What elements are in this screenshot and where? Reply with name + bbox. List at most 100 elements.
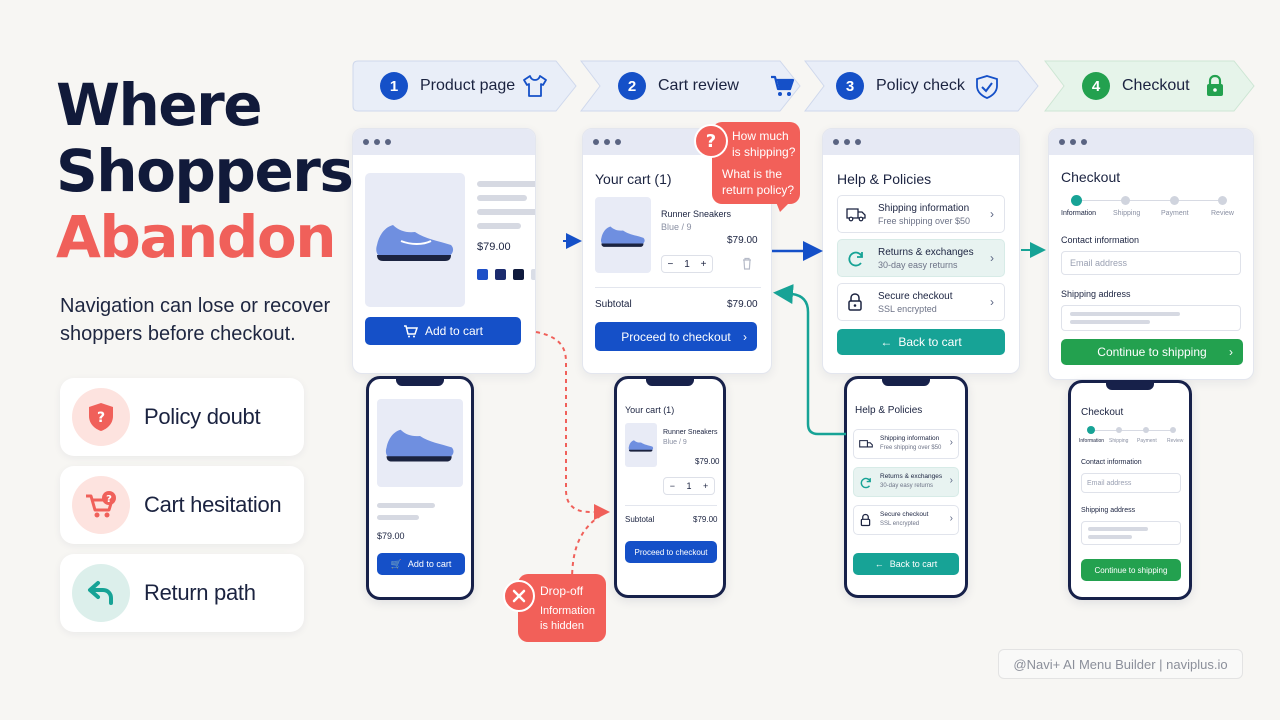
shipping-address-label: Shipping address <box>1061 289 1131 299</box>
progress-label-payment: Payment <box>1137 438 1157 444</box>
step-policy-check: 3 Policy check <box>804 60 1040 112</box>
back-to-cart-button[interactable]: ← Back to cart <box>837 329 1005 355</box>
cart-icon <box>771 75 795 96</box>
progress-dot-active <box>1087 426 1095 434</box>
help-title: Help & Policies <box>855 405 923 416</box>
policy-row-sub: 30-day easy returns <box>880 483 934 489</box>
policy-row-shipping[interactable]: Shipping information Free shipping over … <box>837 195 1005 233</box>
question-mark-icon: ? <box>694 124 728 158</box>
arrow-left-icon: ← <box>874 559 884 569</box>
qty-plus-button[interactable]: + <box>702 481 709 491</box>
continue-to-shipping-button[interactable]: Continue to shipping <box>1081 559 1181 581</box>
quantity-stepper: − 1 + <box>663 477 715 495</box>
email-field[interactable]: Email address <box>1081 473 1181 493</box>
back-label: Back to cart <box>898 335 962 349</box>
policy-row-sub: SSL encrypted <box>880 521 920 527</box>
step-cart-review: 2 Cart review <box>580 60 802 112</box>
chevron-right-icon: › <box>949 437 953 448</box>
policy-row-sub: SSL encrypted <box>878 304 937 314</box>
cart-item-variant: Blue / 9 <box>663 439 687 446</box>
progress-dot <box>1218 196 1227 205</box>
color-swatch[interactable] <box>495 269 506 280</box>
padlock-icon <box>860 513 871 527</box>
window-bar <box>1049 129 1253 155</box>
cart-title: Your cart (1) <box>625 405 675 415</box>
progress-dot <box>1121 196 1130 205</box>
policy-row-returns[interactable]: Returns & exchanges 30-day easy returns … <box>837 239 1005 277</box>
policy-row-secure[interactable]: Secure checkout SSL encrypted › <box>853 505 959 535</box>
checkout-title: Checkout <box>1081 407 1124 418</box>
back-label: Back to cart <box>889 559 938 569</box>
add-to-cart-button[interactable]: 🛒 Add to cart <box>377 553 465 575</box>
trash-icon[interactable] <box>741 257 753 270</box>
svg-text:?: ? <box>97 410 105 426</box>
shipping-address-label: Shipping address <box>1081 507 1136 514</box>
help-policies-panel: Help & Policies Shipping information Fre… <box>822 128 1020 374</box>
cart-item-name: Runner Sneakers <box>661 209 732 219</box>
arrow-left-icon: ← <box>880 335 893 349</box>
bubble-tail <box>776 202 790 212</box>
qty-plus-button[interactable]: + <box>700 258 707 270</box>
qty-value: 1 <box>686 481 692 491</box>
divider <box>625 505 717 506</box>
add-to-cart-label: Add to cart <box>407 559 452 569</box>
policy-row-sub: Free shipping over $50 <box>880 445 942 451</box>
shipping-address-field[interactable] <box>1081 521 1181 545</box>
cart-item-image <box>625 423 657 467</box>
title-line-3: Abandon <box>56 203 337 271</box>
pain-point-label: Return path <box>144 580 256 605</box>
proceed-label: Proceed to checkout <box>634 547 708 557</box>
step-number: 4 <box>1082 72 1110 100</box>
cart-item-price: $79.00 <box>695 457 720 466</box>
back-to-cart-button[interactable]: ← Back to cart <box>853 553 959 575</box>
policy-row-title: Secure checkout <box>880 511 929 518</box>
chevron-right-icon: › <box>1229 345 1233 359</box>
step-label: Policy check <box>876 77 965 94</box>
policy-row-returns[interactable]: Returns & exchanges 30-day easy returns … <box>853 467 959 497</box>
subtitle: Navigation can lose or recover shoppers … <box>60 295 331 345</box>
policy-row-sub: Free shipping over $50 <box>878 216 971 226</box>
cart-icon: 🛒 <box>390 558 402 569</box>
color-swatch[interactable] <box>531 269 535 280</box>
page-title: Where Shoppers Abandon <box>56 72 354 271</box>
progress-dot-active <box>1071 195 1082 206</box>
policy-row-shipping[interactable]: Shipping information Free shipping over … <box>853 429 959 459</box>
checkout-panel: Checkout Information Shipping Payment Re… <box>1048 128 1254 380</box>
color-swatch[interactable] <box>477 269 488 280</box>
progress-label-payment: Payment <box>1161 210 1189 217</box>
continue-label: Continue to shipping <box>1094 565 1168 575</box>
progress-label-information: Information <box>1079 438 1105 444</box>
policy-row-secure[interactable]: Secure checkout SSL encrypted › <box>837 283 1005 321</box>
dropoff-text: Information is hidden <box>540 605 596 632</box>
truck-icon <box>859 440 873 448</box>
proceed-to-checkout-button[interactable]: Proceed to checkout › <box>595 322 757 351</box>
continue-label: Continue to shipping <box>1097 345 1207 359</box>
add-to-cart-button[interactable]: Add to cart <box>365 317 521 345</box>
continue-to-shipping-button[interactable]: Continue to shipping › <box>1061 339 1243 365</box>
step-label: Product page <box>420 77 516 94</box>
qty-minus-button[interactable]: − <box>667 258 674 270</box>
cart-item-variant: Blue / 9 <box>661 222 692 232</box>
email-field[interactable]: Email address <box>1061 251 1241 275</box>
qty-minus-button[interactable]: − <box>669 481 675 491</box>
product-phone: $79.00 🛒 Add to cart <box>366 376 474 600</box>
truck-icon <box>846 208 866 222</box>
pain-point-label: Cart hesitation <box>144 492 282 517</box>
svg-text:?: ? <box>106 494 112 505</box>
question-shipping: How much is shipping? <box>732 129 796 159</box>
sneaker-icon <box>385 429 454 462</box>
color-swatch[interactable] <box>513 269 524 280</box>
cart-item-price: $79.00 <box>727 235 758 246</box>
close-icon <box>503 580 535 612</box>
policy-row-sub: 30-day easy returns <box>878 260 958 270</box>
checkout-phone: Checkout Information Shipping Payment Re… <box>1068 380 1192 600</box>
shipping-address-field[interactable] <box>1061 305 1241 331</box>
dropoff-title: Drop-off <box>540 584 584 598</box>
progress-dot <box>1116 427 1122 433</box>
progress-track <box>1091 430 1173 431</box>
cart-item-name: Runner Sneakers <box>663 429 718 436</box>
proceed-to-checkout-button[interactable]: Proceed to checkout <box>625 541 717 563</box>
step-checkout: 4 Checkout <box>1044 60 1256 112</box>
policy-row-title: Secure checkout <box>878 291 953 302</box>
question-returns: What is the return policy? <box>722 167 795 197</box>
